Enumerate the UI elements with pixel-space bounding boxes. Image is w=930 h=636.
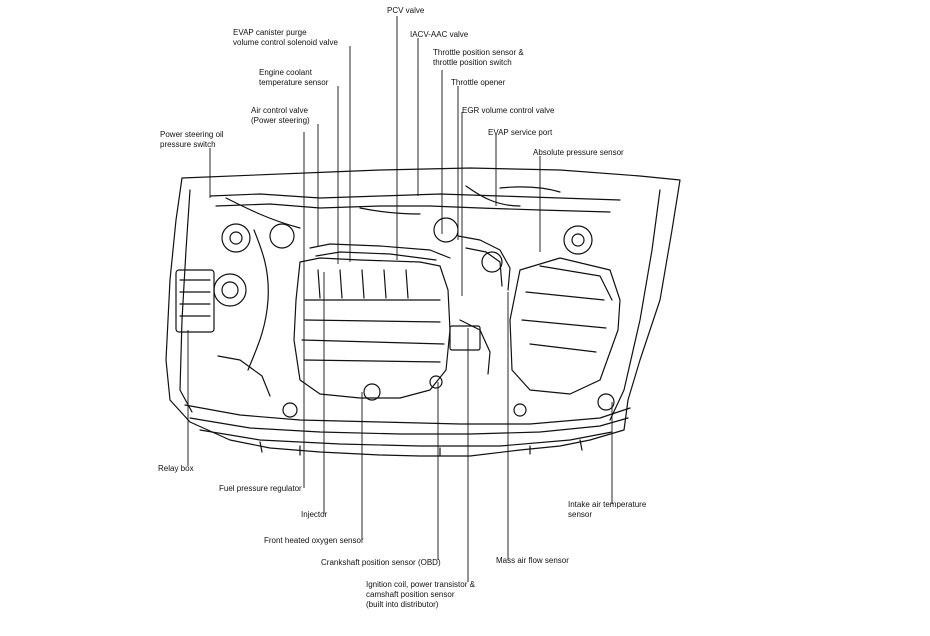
label-front-oxygen: Front heated oxygen sensor [264,536,364,545]
label-egr-volume: EGR volume control valve [462,106,555,115]
label-injector: Injector [301,510,328,519]
engine-bay-drawing [165,167,681,457]
leader-lines [187,16,613,582]
label-pcv-valve: PCV valve [387,6,425,15]
label-throttle-opener: Throttle opener [451,78,506,87]
label-throttle-position: Throttle position sensor & throttle posi… [433,48,524,67]
label-absolute-pressure: Absolute pressure sensor [533,148,624,157]
label-evap-canister: EVAP canister purge volume control solen… [233,28,338,47]
label-relay-box: Relay box [158,464,194,473]
label-mass-air-flow: Mass air flow sensor [496,556,569,565]
label-air-control: Air control valve (Power steering) [251,106,310,125]
label-engine-coolant: Engine coolant temperature sensor [259,68,329,87]
label-iacv-aac: IACV-AAC valve [410,30,469,39]
label-crankshaft: Crankshaft position sensor (OBD) [321,558,441,567]
label-ignition-coil: Ignition coil, power transistor & camsha… [366,580,475,609]
label-evap-service: EVAP service port [488,128,553,137]
label-fuel-pressure: Fuel pressure regulator [219,484,302,493]
label-ps-oil: Power steering oil pressure switch [160,130,224,149]
label-intake-air-temp: Intake air temperature sensor [568,500,647,519]
